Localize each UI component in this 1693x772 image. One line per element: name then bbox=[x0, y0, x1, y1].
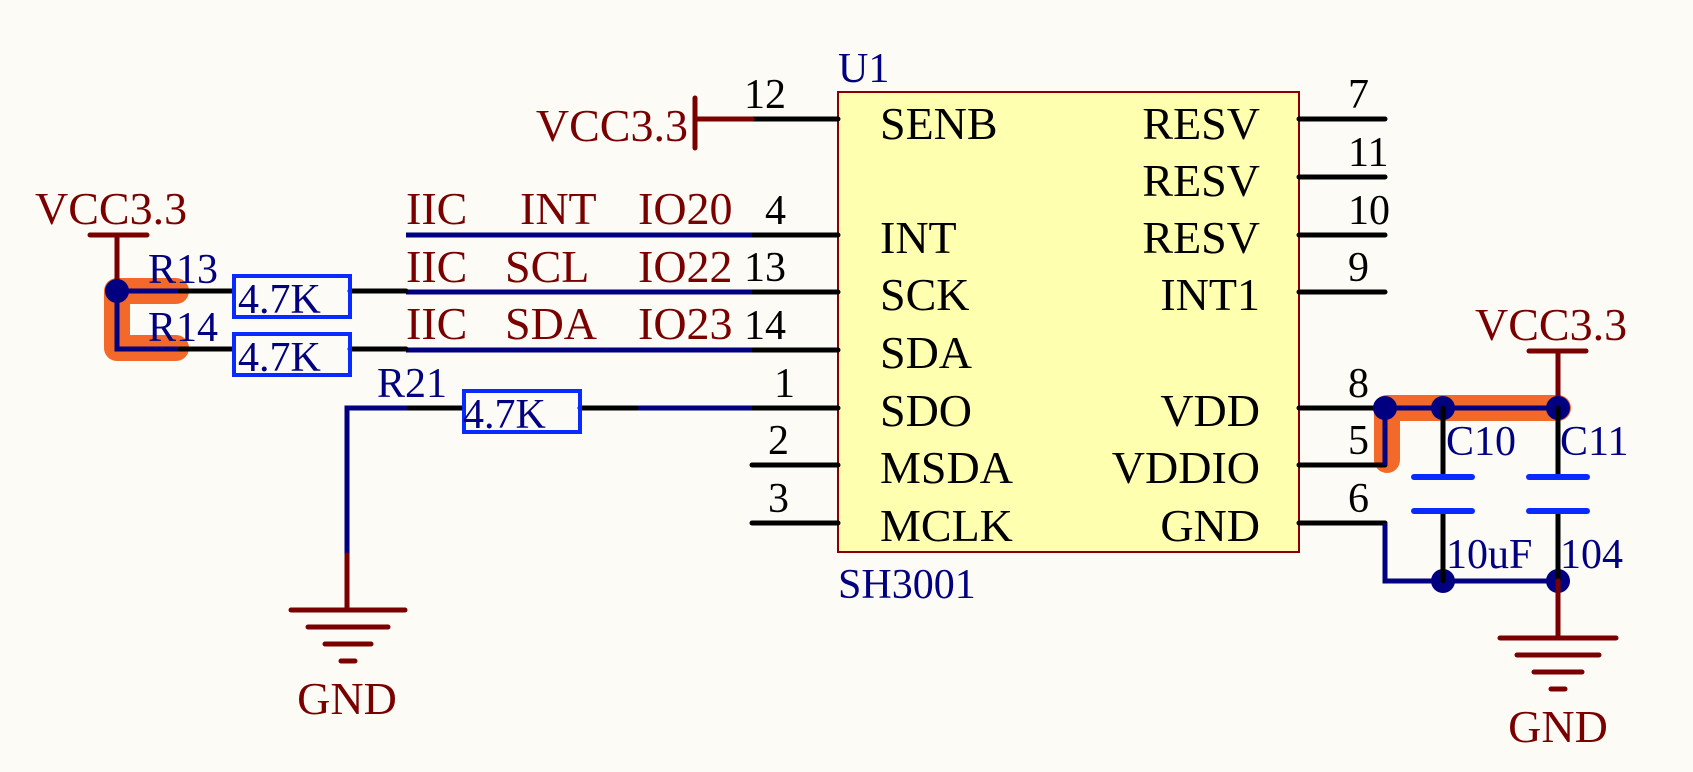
net-label-iic-sda: IIC SDA IO23 bbox=[406, 298, 733, 349]
gnd-port-right[interactable]: GND bbox=[1497, 578, 1619, 752]
gnd-label: GND bbox=[297, 673, 397, 724]
pin-number: 12 bbox=[744, 72, 786, 118]
junction-dot bbox=[1373, 396, 1397, 420]
net-label-iic-int: IIC INT IO20 bbox=[406, 183, 733, 234]
pin-name: VDDIO bbox=[1112, 442, 1260, 493]
pin-name: GND bbox=[1160, 500, 1260, 551]
pin-name: INT bbox=[880, 212, 957, 263]
iic-nets: IIC INT IO20 IIC SCL IO22 IIC SDA IO23 bbox=[406, 183, 752, 353]
capacitor-c11[interactable]: C11 104 bbox=[1526, 405, 1628, 584]
pin-number: 3 bbox=[768, 476, 789, 522]
pin-number: 2 bbox=[768, 418, 789, 464]
vcc-port-right[interactable]: VCC3.3 bbox=[1475, 299, 1627, 411]
capacitor-value: 10uF bbox=[1446, 532, 1532, 578]
pin-number: 14 bbox=[744, 303, 786, 349]
capacitor-value: 104 bbox=[1560, 532, 1623, 578]
capacitor-ref: C11 bbox=[1560, 419, 1628, 465]
net-label-iic-scl: IIC SCL IO22 bbox=[406, 241, 733, 292]
resistor-r21[interactable]: 4.7K R21 bbox=[377, 361, 582, 438]
pin-number: 9 bbox=[1348, 245, 1369, 291]
vcc-label: VCC3.3 bbox=[536, 100, 688, 151]
resistor-value: 4.7K bbox=[238, 335, 321, 381]
pin-number: 5 bbox=[1348, 418, 1369, 464]
capacitor-ref: C10 bbox=[1446, 419, 1516, 465]
pin-name: SCK bbox=[880, 269, 969, 320]
pin-number: 11 bbox=[1348, 130, 1388, 176]
gnd-port-left[interactable]: GND bbox=[288, 552, 408, 724]
pin-name: SENB bbox=[880, 98, 998, 149]
resistor-r13[interactable]: 4.7K R13 bbox=[148, 247, 352, 323]
pin-name: MSDA bbox=[880, 442, 1013, 493]
right-pins: 7 11 10 9 8 5 6 RESV RESV RESV INT1 VDD … bbox=[1112, 72, 1390, 551]
ic-designator: U1 bbox=[838, 46, 889, 92]
pin-name: MCLK bbox=[880, 500, 1013, 551]
vcc-label: VCC3.3 bbox=[35, 183, 187, 234]
pin-name: RESV bbox=[1142, 98, 1260, 149]
pin-name: SDO bbox=[880, 385, 972, 436]
pin-name: VDD bbox=[1160, 385, 1260, 436]
pin-number: 8 bbox=[1348, 361, 1369, 407]
vcc-port-senb[interactable]: VCC3.3 bbox=[536, 95, 755, 151]
pin-number: 6 bbox=[1348, 476, 1369, 522]
pin-number: 10 bbox=[1348, 188, 1390, 234]
wire-gnd bbox=[1382, 523, 1558, 584]
gnd-label: GND bbox=[1508, 701, 1608, 752]
pin-name: INT1 bbox=[1160, 269, 1260, 320]
pin-name: RESV bbox=[1142, 212, 1260, 263]
ic-body[interactable] bbox=[837, 91, 1300, 553]
left-pins: 12 4 13 14 1 2 3 SENB INT SCK SDA SDO MS… bbox=[744, 72, 1013, 551]
pin-number: 7 bbox=[1348, 72, 1369, 118]
wire-r21-gnd bbox=[344, 405, 409, 558]
resistor-value: 4.7K bbox=[463, 392, 546, 438]
pin-number: 1 bbox=[774, 361, 795, 407]
pin-number: 4 bbox=[765, 188, 786, 234]
capacitor-c10[interactable]: C10 10uF bbox=[1411, 405, 1532, 584]
resistor-value: 4.7K bbox=[238, 277, 321, 323]
vcc-label: VCC3.3 bbox=[1475, 299, 1627, 350]
ic-part-number: SH3001 bbox=[838, 562, 976, 608]
resistor-ref: R14 bbox=[148, 305, 218, 351]
pin-name: RESV bbox=[1142, 155, 1260, 206]
resistor-ref: R13 bbox=[148, 247, 218, 293]
junction-dot bbox=[105, 279, 129, 303]
resistor-r14[interactable]: 4.7K R14 bbox=[148, 305, 352, 381]
pin-name: SDA bbox=[880, 327, 972, 378]
vcc-port-left[interactable]: VCC3.3 bbox=[35, 183, 187, 294]
resistor-ref: R21 bbox=[377, 361, 447, 407]
pin-number: 13 bbox=[744, 245, 786, 291]
